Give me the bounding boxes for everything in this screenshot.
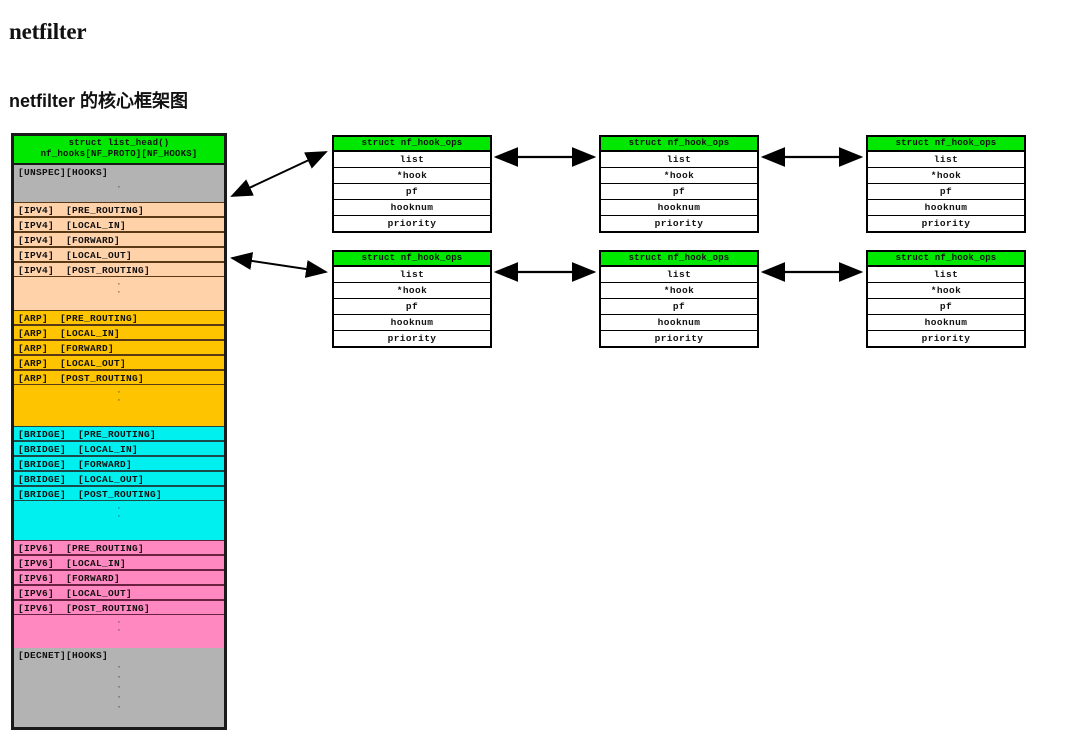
nf-hook-ops-field-list: list — [868, 266, 1024, 282]
nf-hook-ops-field-list: list — [334, 266, 490, 282]
hook-filler-ipv4: ·· — [14, 277, 224, 310]
hook-row-ipv6[interactable]: [IPV6] [FORWARD] — [14, 570, 224, 585]
nf-hook-ops-field-priority: priority — [868, 330, 1024, 346]
nf-hooks-header-line2: nf_hooks[NF_PROTO][NF_HOOKS] — [40, 149, 198, 159]
hook-row-bridge[interactable]: [BRIDGE] [FORWARD] — [14, 456, 224, 471]
nf-hook-ops-field-hooknum: hooknum — [334, 199, 490, 215]
nf-hook-ops-field-pf: pf — [601, 298, 757, 314]
nf-hook-ops-field-hook: *hook — [868, 167, 1024, 183]
hook-block-decnet[interactable]: [DECNET][HOOKS] ····· — [14, 648, 224, 727]
section-heading: netfilter 的核心框架图 — [9, 90, 189, 111]
hook-row-bridge[interactable]: [BRIDGE] [LOCAL_IN] — [14, 441, 224, 456]
nf-hook-ops-header: struct nf_hook_ops — [868, 252, 1024, 266]
nf-hook-ops-header: struct nf_hook_ops — [601, 252, 757, 266]
hook-row-ipv6[interactable]: [IPV6] [PRE_ROUTING] — [14, 540, 224, 555]
hook-row-bridge[interactable]: [BRIDGE] [LOCAL_OUT] — [14, 471, 224, 486]
nf-hook-ops-header: struct nf_hook_ops — [601, 137, 757, 151]
nf-hook-ops-header: struct nf_hook_ops — [334, 252, 490, 266]
nf-hook-ops-field-pf: pf — [868, 183, 1024, 199]
hook-filler-unspec: · — [14, 180, 224, 202]
hook-row-bridge[interactable]: [BRIDGE] [PRE_ROUTING] — [14, 426, 224, 441]
nf-hooks-table: struct list_head() nf_hooks[NF_PROTO][NF… — [11, 133, 227, 730]
nf-hook-ops-field-list: list — [601, 266, 757, 282]
nf-hooks-table-body: [UNSPEC][HOOKS]·[IPV4] [PRE_ROUTING][IPV… — [14, 165, 224, 727]
nf-hook-ops-field-pf: pf — [868, 298, 1024, 314]
nf-hook-ops-field-priority: priority — [601, 330, 757, 346]
nf-hook-ops-field-priority: priority — [601, 215, 757, 231]
nf-hook-ops-field-hooknum: hooknum — [868, 199, 1024, 215]
hook-row-arp[interactable]: [ARP] [FORWARD] — [14, 340, 224, 355]
page-title: netfilter — [9, 19, 87, 45]
nf-hook-ops-field-hooknum: hooknum — [868, 314, 1024, 330]
nf-hook-ops-field-hooknum: hooknum — [334, 314, 490, 330]
nf-hook-ops-field-hooknum: hooknum — [601, 199, 757, 215]
hook-row-ipv6[interactable]: [IPV6] [POST_ROUTING] — [14, 600, 224, 615]
nf-hook-ops-field-pf: pf — [601, 183, 757, 199]
decnet-dots: ····· — [116, 663, 122, 712]
hook-row-bridge[interactable]: [BRIDGE] [POST_ROUTING] — [14, 486, 224, 501]
nf-hook-ops-field-list: list — [601, 151, 757, 167]
hook-row-ipv6[interactable]: [IPV6] [LOCAL_IN] — [14, 555, 224, 570]
nf-hook-ops-field-hooknum: hooknum — [601, 314, 757, 330]
nf-hook-ops-field-hook: *hook — [334, 167, 490, 183]
nf-hook-ops-field-hook: *hook — [334, 282, 490, 298]
hook-row-arp[interactable]: [ARP] [LOCAL_IN] — [14, 325, 224, 340]
nf-hook-ops-field-priority: priority — [334, 330, 490, 346]
decnet-label: [DECNET][HOOKS] — [18, 650, 109, 661]
nf-hooks-header-line1: struct list_head() — [68, 138, 170, 148]
nf-hook-ops-field-priority: priority — [868, 215, 1024, 231]
netfilter-framework-diagram: struct list_head() nf_hooks[NF_PROTO][NF… — [11, 133, 1026, 730]
nf-hook-ops-header: struct nf_hook_ops — [334, 137, 490, 151]
nf-hook-ops-field-pf: pf — [334, 183, 490, 199]
nf-hooks-table-header: struct list_head() nf_hooks[NF_PROTO][NF… — [14, 136, 224, 165]
hook-row-ipv4[interactable]: [IPV4] [LOCAL_OUT] — [14, 247, 224, 262]
hook-row-arp[interactable]: [ARP] [LOCAL_OUT] — [14, 355, 224, 370]
hook-row-arp[interactable]: [ARP] [PRE_ROUTING] — [14, 310, 224, 325]
nf-hook-ops-field-hook: *hook — [601, 167, 757, 183]
hook-filler-arp: ·· — [14, 385, 224, 426]
hook-row-ipv4[interactable]: [IPV4] [FORWARD] — [14, 232, 224, 247]
hook-row-unspec[interactable]: [UNSPEC][HOOKS] — [14, 165, 224, 180]
hook-row-ipv4[interactable]: [IPV4] [LOCAL_IN] — [14, 217, 224, 232]
hook-row-ipv4[interactable]: [IPV4] [PRE_ROUTING] — [14, 202, 224, 217]
connector-ipv4-postrouting — [230, 252, 328, 278]
nf-hook-ops-field-hook: *hook — [868, 282, 1024, 298]
hook-row-arp[interactable]: [ARP] [POST_ROUTING] — [14, 370, 224, 385]
hook-filler-bridge: ·· — [14, 501, 224, 540]
nf-hook-ops-field-hook: *hook — [601, 282, 757, 298]
hook-row-ipv4[interactable]: [IPV4] [POST_ROUTING] — [14, 262, 224, 277]
nf-hook-ops-field-list: list — [868, 151, 1024, 167]
connector-ipv4-prerouting — [230, 151, 328, 197]
nf-hook-ops-field-pf: pf — [334, 298, 490, 314]
nf-hook-ops-field-list: list — [334, 151, 490, 167]
nf-hook-ops-field-priority: priority — [334, 215, 490, 231]
hook-filler-ipv6: ·· — [14, 615, 224, 648]
nf-hook-ops-header: struct nf_hook_ops — [868, 137, 1024, 151]
hook-row-ipv6[interactable]: [IPV6] [LOCAL_OUT] — [14, 585, 224, 600]
